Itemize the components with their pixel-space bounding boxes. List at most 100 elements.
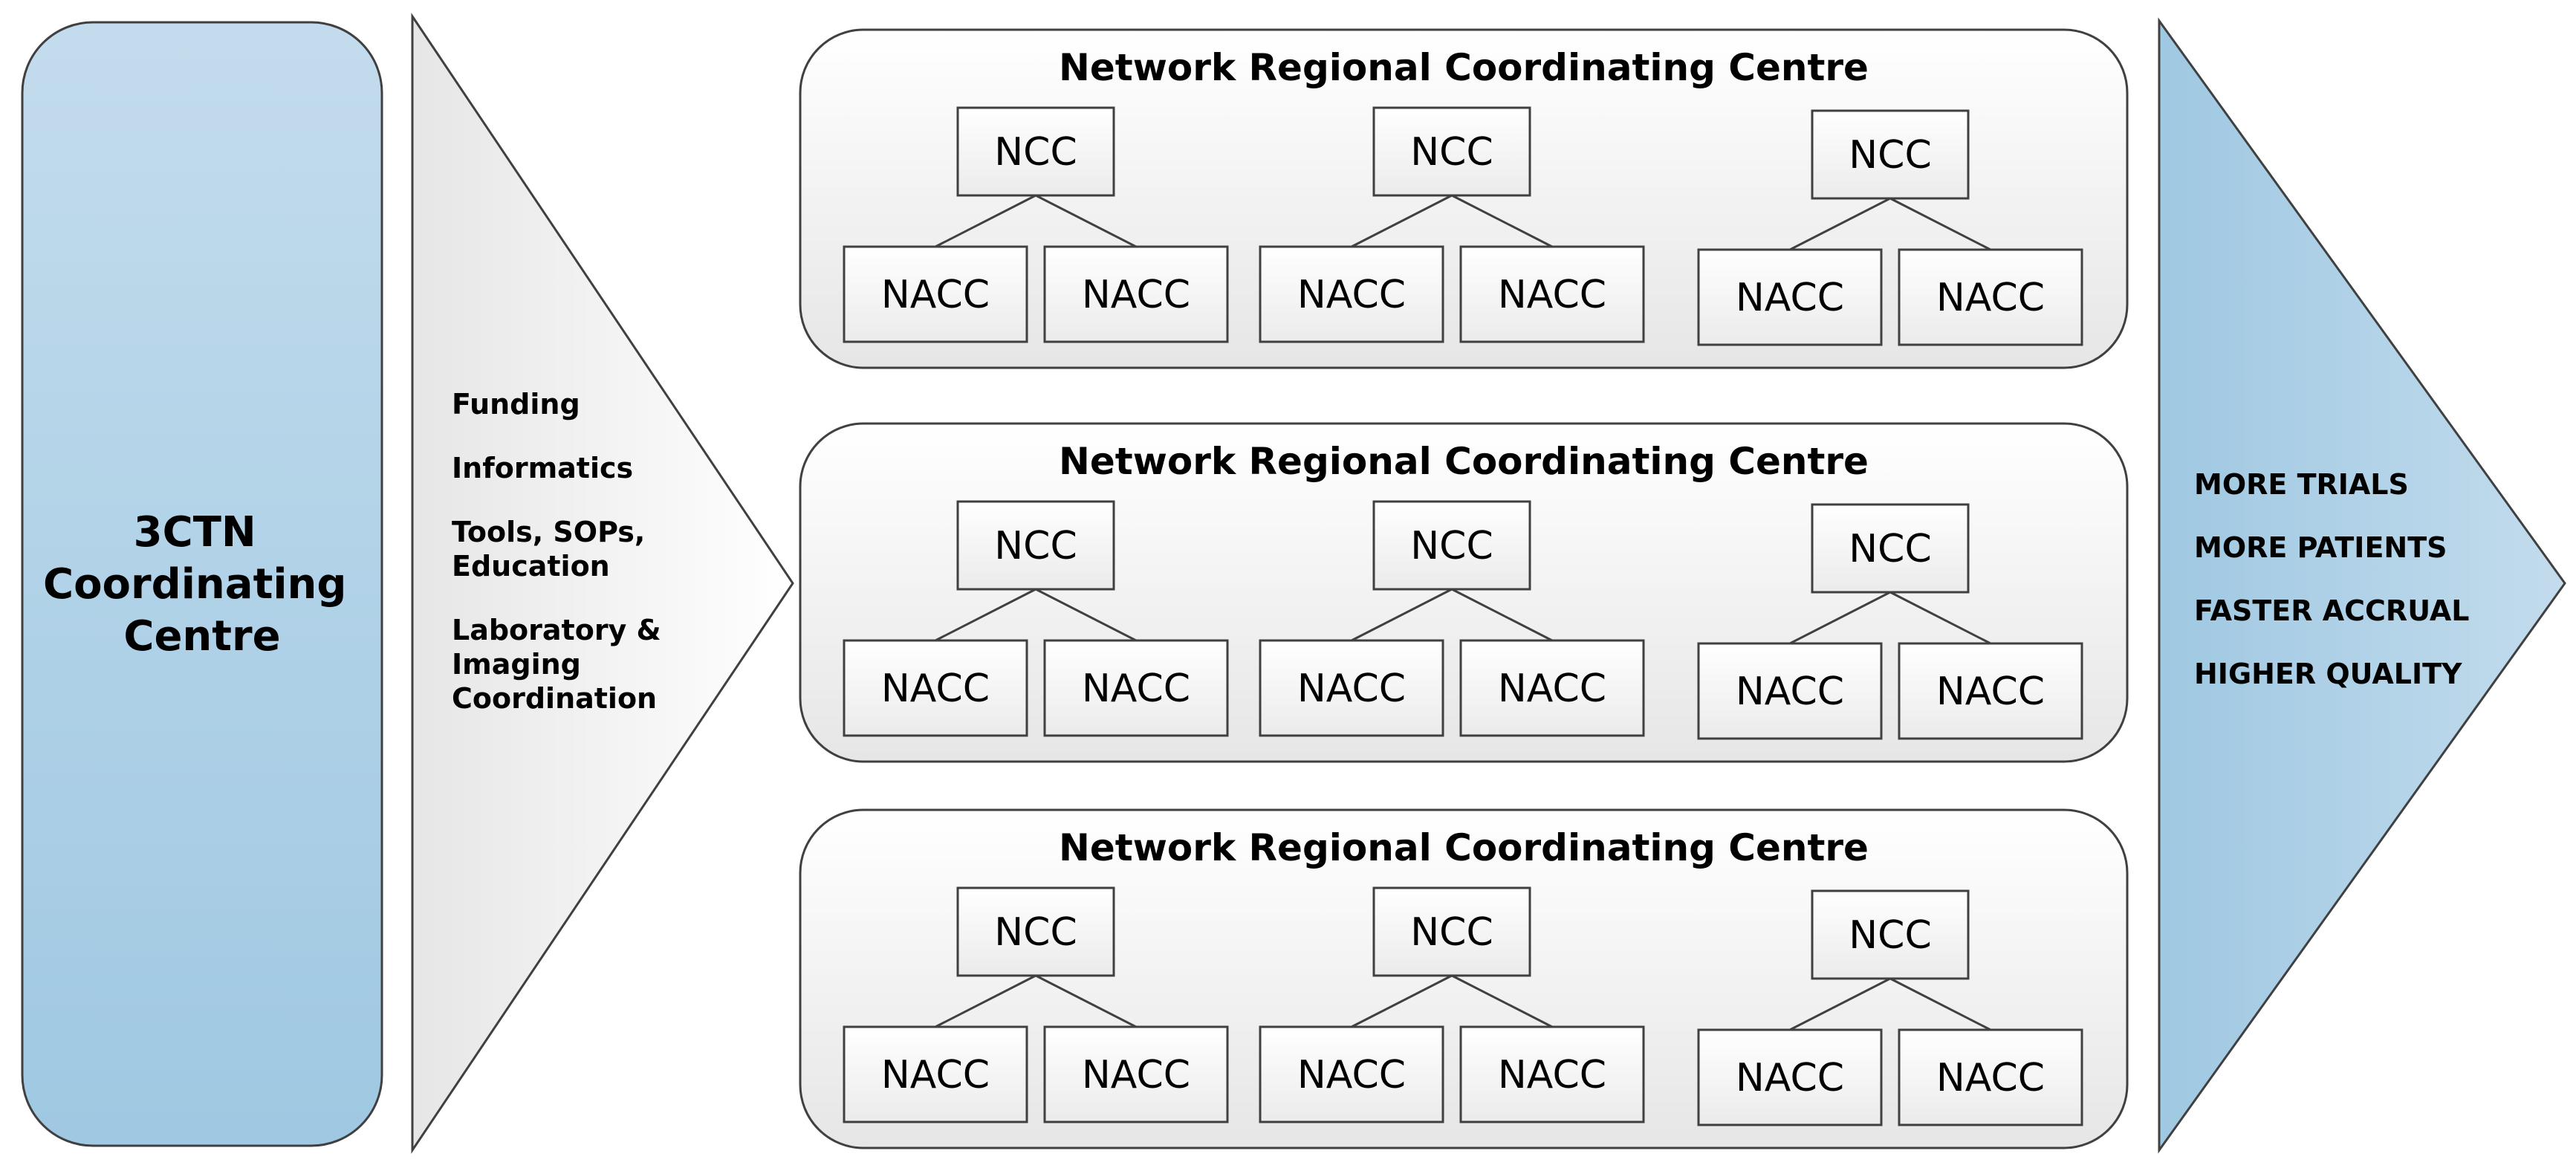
ncc-label: NCC bbox=[1849, 913, 1932, 958]
service-item: Informatics bbox=[452, 452, 633, 484]
services-triangle bbox=[411, 13, 794, 1154]
nacc-box bbox=[1697, 1028, 1883, 1126]
nacc-box bbox=[843, 639, 1028, 737]
connector-line bbox=[1351, 588, 1453, 642]
nacc-label: NACC bbox=[881, 1053, 990, 1097]
connector-line bbox=[935, 194, 1036, 248]
nacc-box bbox=[1697, 642, 1883, 740]
connector-line bbox=[1035, 588, 1137, 642]
service-item-line: Imaging bbox=[452, 648, 581, 681]
nacc-box bbox=[843, 245, 1028, 343]
nacc-label: NACC bbox=[1297, 1053, 1406, 1097]
ncc-box bbox=[1811, 889, 1970, 980]
nacc-label: NACC bbox=[881, 273, 990, 317]
connector-line bbox=[1035, 974, 1137, 1028]
service-item-line: Laboratory & bbox=[452, 614, 661, 646]
nacc-box bbox=[1259, 1025, 1444, 1123]
connector-line bbox=[1889, 591, 1991, 645]
ncc-group: NCC NACC NACC bbox=[1697, 109, 2083, 346]
nacc-label: NACC bbox=[1082, 273, 1190, 317]
ncc-label: NCC bbox=[994, 910, 1077, 955]
nacc-box bbox=[1898, 248, 2083, 346]
service-item-line: Tools, SOPs, bbox=[452, 516, 645, 548]
ncc-box bbox=[956, 886, 1115, 977]
ncc-label: NCC bbox=[1849, 527, 1932, 571]
nacc-box bbox=[1259, 639, 1444, 737]
regional-centre-title: Network Regional Coordinating Centre bbox=[1059, 440, 1869, 483]
ncc-label: NCC bbox=[1849, 133, 1932, 178]
ncc-group: NCC NACC NACC bbox=[843, 106, 1229, 343]
nacc-box bbox=[1043, 639, 1229, 737]
ncc-label: NCC bbox=[1410, 130, 1493, 175]
coordinating-centre-line-1: 3CTN bbox=[134, 508, 256, 557]
connector-line bbox=[1351, 194, 1453, 248]
regional-centres: Network Regional Coordinating CentreNCCN… bbox=[799, 28, 2129, 1149]
ncc-group: NCC NACC NACC bbox=[1697, 503, 2083, 740]
nacc-label: NACC bbox=[1736, 669, 1844, 714]
outcomes-triangle bbox=[2158, 17, 2566, 1154]
ncc-box bbox=[1372, 500, 1531, 591]
nacc-label: NACC bbox=[1936, 669, 2045, 714]
connector-line bbox=[1351, 974, 1453, 1028]
ncc-box bbox=[956, 500, 1115, 591]
connector-line bbox=[1789, 591, 1891, 645]
ncc-label: NCC bbox=[994, 524, 1077, 568]
ncc-label: NCC bbox=[1410, 524, 1493, 568]
ncc-box bbox=[1811, 109, 1970, 200]
service-item-line: Coordination bbox=[452, 682, 657, 715]
ncc-label: NCC bbox=[1410, 910, 1493, 955]
nacc-label: NACC bbox=[1082, 666, 1190, 711]
ncc-box bbox=[1811, 503, 1970, 594]
service-item-line: Education bbox=[452, 550, 610, 583]
nacc-box bbox=[1043, 245, 1229, 343]
service-item: Tools, SOPs,Education bbox=[452, 516, 645, 583]
nacc-box bbox=[1898, 1028, 2083, 1126]
connector-line bbox=[1451, 974, 1553, 1028]
nacc-box bbox=[1459, 1025, 1645, 1123]
coordinating-centre: 3CTN Coordinating Centre bbox=[21, 21, 383, 1147]
service-item-line: Informatics bbox=[452, 452, 633, 484]
connector-line bbox=[1451, 588, 1553, 642]
ncc-box bbox=[1372, 106, 1531, 197]
regional-centre: Network Regional Coordinating CentreNCCN… bbox=[799, 808, 2129, 1149]
service-item: Funding bbox=[452, 388, 580, 421]
outcome-item: MORE TRIALS bbox=[2194, 468, 2409, 501]
coordinating-centre-line-2: Coordinating bbox=[43, 560, 347, 609]
nacc-label: NACC bbox=[1936, 276, 2045, 320]
nacc-label: NACC bbox=[1936, 1056, 2045, 1100]
coordinating-centre-title: 3CTN Coordinating Centre bbox=[43, 508, 361, 661]
ncc-label: NCC bbox=[994, 130, 1077, 175]
connector-line bbox=[1789, 977, 1891, 1031]
nacc-label: NACC bbox=[881, 666, 990, 711]
ncc-box bbox=[956, 106, 1115, 197]
nacc-label: NACC bbox=[1736, 1056, 1844, 1100]
nacc-box bbox=[1459, 245, 1645, 343]
ncc-group: NCC NACC NACC bbox=[843, 500, 1229, 737]
connector-line bbox=[935, 974, 1036, 1028]
ncc-box bbox=[1372, 886, 1531, 977]
connector-line bbox=[1451, 194, 1553, 248]
nacc-label: NACC bbox=[1736, 276, 1844, 320]
ncc-group: NCC NACC NACC bbox=[1697, 889, 2083, 1126]
nacc-box bbox=[843, 1025, 1028, 1123]
coordinating-centre-panel bbox=[21, 21, 383, 1147]
ncc-group: NCC NACC NACC bbox=[843, 886, 1229, 1123]
nacc-label: NACC bbox=[1082, 1053, 1190, 1097]
nacc-label: NACC bbox=[1498, 273, 1606, 317]
nacc-label: NACC bbox=[1297, 273, 1406, 317]
nacc-box bbox=[1459, 639, 1645, 737]
nacc-box bbox=[1043, 1025, 1229, 1123]
nacc-box bbox=[1898, 642, 2083, 740]
connector-line bbox=[1889, 977, 1991, 1031]
connector-line bbox=[935, 588, 1036, 642]
nacc-box bbox=[1259, 245, 1444, 343]
regional-centre: Network Regional Coordinating CentreNCCN… bbox=[799, 28, 2129, 369]
service-item-line: Funding bbox=[452, 388, 580, 421]
